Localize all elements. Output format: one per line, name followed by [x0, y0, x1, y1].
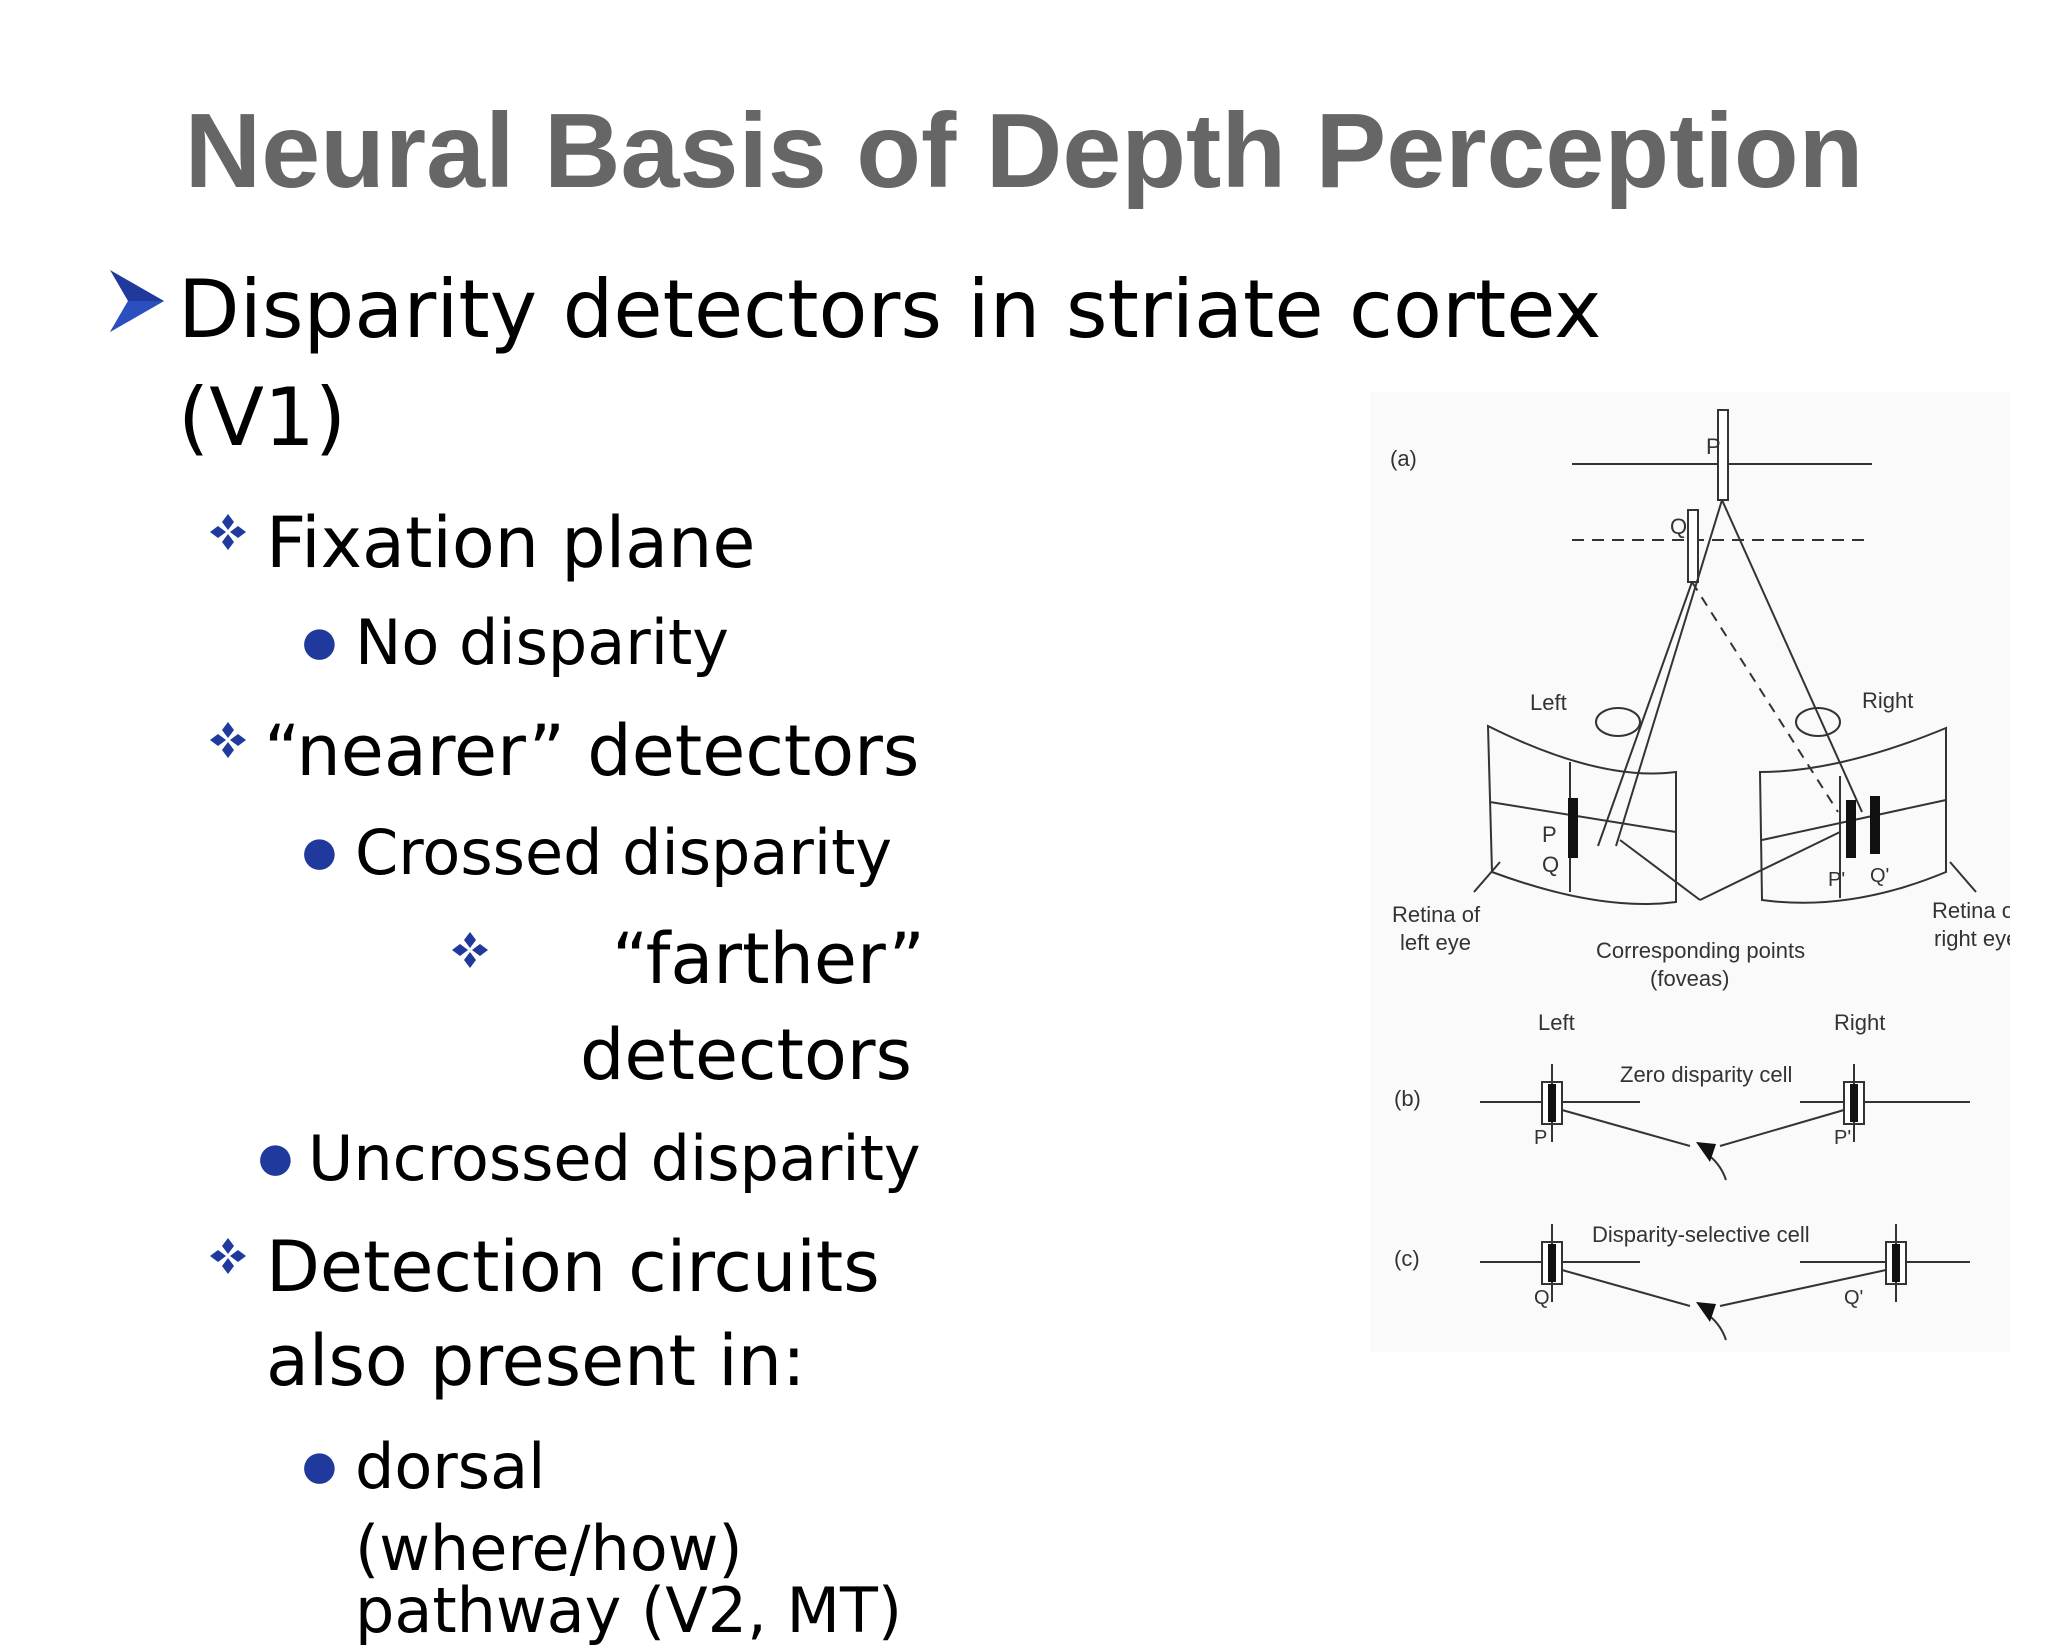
arrow-bullet-icon — [110, 270, 164, 332]
fig-label-P-prime: P' — [1828, 869, 1845, 891]
fig-label-Q: Q — [1670, 514, 1687, 539]
diamond-bullet-icon — [210, 514, 246, 550]
bullet-pathway-partial: pathway (V2, MT) — [355, 1574, 903, 1647]
diamond-bullet-icon — [210, 1238, 246, 1274]
bullet-dorsal: dorsal — [355, 1430, 546, 1503]
fig-label-left: Left — [1530, 690, 1567, 715]
fig-label-P-left: P — [1542, 822, 1557, 847]
bullet-farther-detectors: “farther” — [612, 918, 925, 1000]
fig-label-corresponding-2: (foveas) — [1650, 966, 1729, 991]
bullet-farther-detectors-cont: detectors — [580, 1014, 913, 1096]
fig-label-retina-left-1: Retina of — [1392, 902, 1481, 927]
fig-label-P-prime-b: P' — [1834, 1127, 1851, 1149]
fig-label-retina-right-1: Retina of — [1932, 898, 2010, 923]
bullet-detection-circuits: Detection circuits — [266, 1226, 880, 1308]
bullet-detection-circuits-cont: also present in: — [266, 1320, 806, 1402]
bullet-disparity-detectors-cont: (V1) — [178, 371, 347, 464]
disparity-figure: (a) P Q Left Right P Q P' Q' Retina of l… — [1370, 392, 2021, 1352]
bullet-uncrossed-disparity: Uncrossed disparity — [308, 1122, 921, 1195]
bullet-disparity-detectors: Disparity detectors in striate cortex — [178, 263, 1602, 356]
fig-label-P-b: P — [1534, 1127, 1547, 1149]
fig-label-Q-left: Q — [1542, 852, 1559, 877]
fig-label-right: Right — [1862, 688, 1913, 713]
dot-bullet-icon: ● — [302, 1443, 337, 1489]
fig-label-b: (b) — [1394, 1086, 1421, 1111]
bullet-nearer-detectors: “nearer” detectors — [264, 710, 920, 792]
diamond-bullet-icon — [452, 932, 488, 968]
fig-label-Q-prime: Q' — [1870, 865, 1889, 887]
fig-label-c: (c) — [1394, 1246, 1420, 1271]
bullet-crossed-disparity: Crossed disparity — [355, 816, 893, 889]
fig-label-a: (a) — [1390, 446, 1417, 471]
fig-label-left-b: Left — [1538, 1010, 1575, 1035]
dot-bullet-icon: ● — [302, 829, 337, 875]
fig-label-Q-c: Q — [1534, 1287, 1550, 1309]
fig-label-selective-cell: Disparity-selective cell — [1592, 1222, 1810, 1247]
fig-label-right-b: Right — [1834, 1010, 1885, 1035]
slide-title: Neural Basis of Depth Perception — [184, 92, 1864, 210]
fig-label-retina-right-2: right eye — [1934, 926, 2010, 951]
fig-label-Q-prime-c: Q' — [1844, 1287, 1863, 1309]
bullet-fixation-plane: Fixation plane — [266, 502, 756, 584]
bullet-dorsal-cont: (where/how) — [355, 1512, 743, 1585]
fig-label-zero-cell: Zero disparity cell — [1620, 1062, 1792, 1087]
fig-label-P: P — [1706, 434, 1721, 459]
diamond-bullet-icon — [210, 722, 246, 758]
dot-bullet-icon: ● — [302, 619, 337, 665]
fig-label-corresponding-1: Corresponding points — [1596, 938, 1805, 963]
dot-bullet-icon: ● — [258, 1135, 293, 1181]
fig-label-retina-left-2: left eye — [1400, 930, 1471, 955]
bullet-no-disparity: No disparity — [355, 606, 729, 679]
